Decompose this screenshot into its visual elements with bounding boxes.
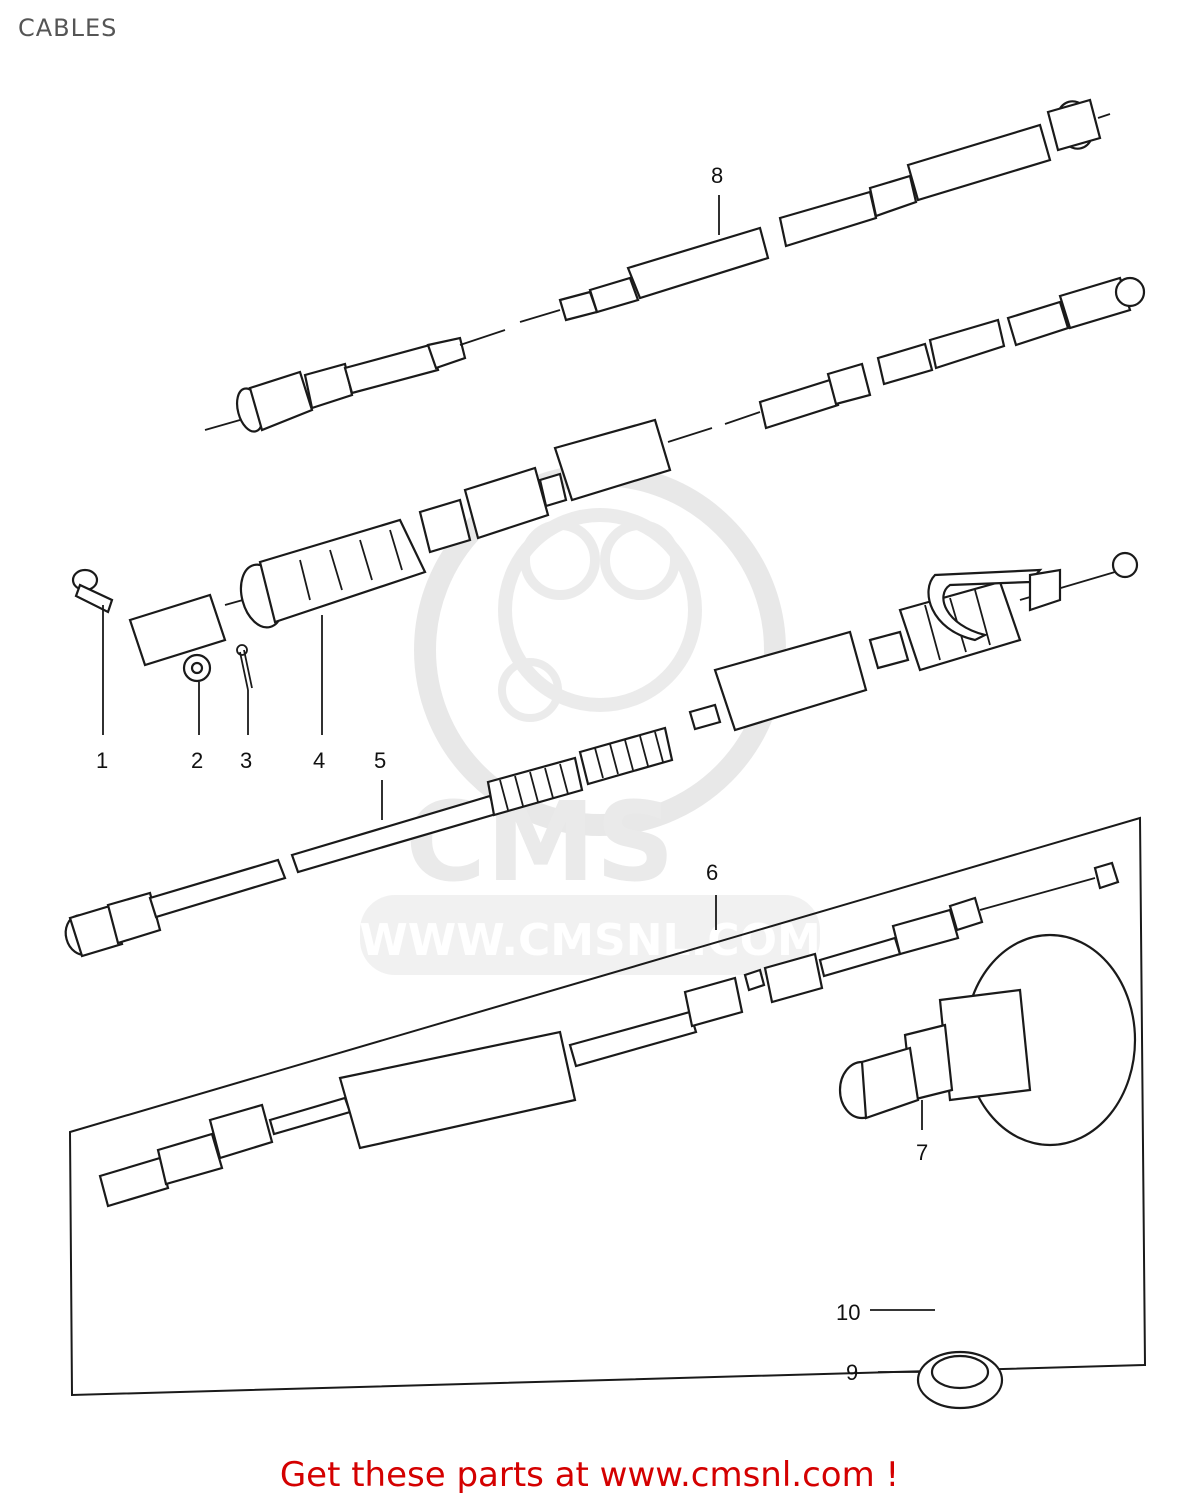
speedometer-cable-8 bbox=[204, 98, 1111, 433]
part-label-3: 3 bbox=[240, 748, 252, 773]
part-9-grommet bbox=[916, 1350, 1004, 1410]
part-label-6: 6 bbox=[706, 860, 718, 885]
leader-lines bbox=[102, 195, 935, 1373]
part-2-nut bbox=[182, 653, 212, 683]
part-label-1: 1 bbox=[96, 748, 108, 773]
watermark-url-text: WWW.CMSNL.COM bbox=[359, 915, 821, 966]
part-3-cotter-pin bbox=[236, 644, 253, 691]
cable-4 bbox=[128, 276, 1146, 667]
part-label-10: 10 bbox=[836, 1300, 860, 1325]
part-1-pin bbox=[71, 568, 114, 614]
part-label-2: 2 bbox=[191, 748, 203, 773]
part-label-5: 5 bbox=[374, 748, 386, 773]
cables-parts-diagram: CMS WWW.CMSNL.COM bbox=[64, 98, 1147, 1410]
part-label-8: 8 bbox=[711, 163, 723, 188]
part-label-4: 4 bbox=[313, 748, 325, 773]
part-label-7: 7 bbox=[916, 1140, 928, 1165]
footer-parts-link[interactable]: Get these parts at www.cmsnl.com ! bbox=[279, 1455, 900, 1495]
part-label-9: 9 bbox=[846, 1360, 858, 1385]
part-10-clamp bbox=[927, 568, 1062, 642]
framed-group-6-7 bbox=[68, 816, 1147, 1397]
page-title: CABLES bbox=[18, 14, 118, 42]
